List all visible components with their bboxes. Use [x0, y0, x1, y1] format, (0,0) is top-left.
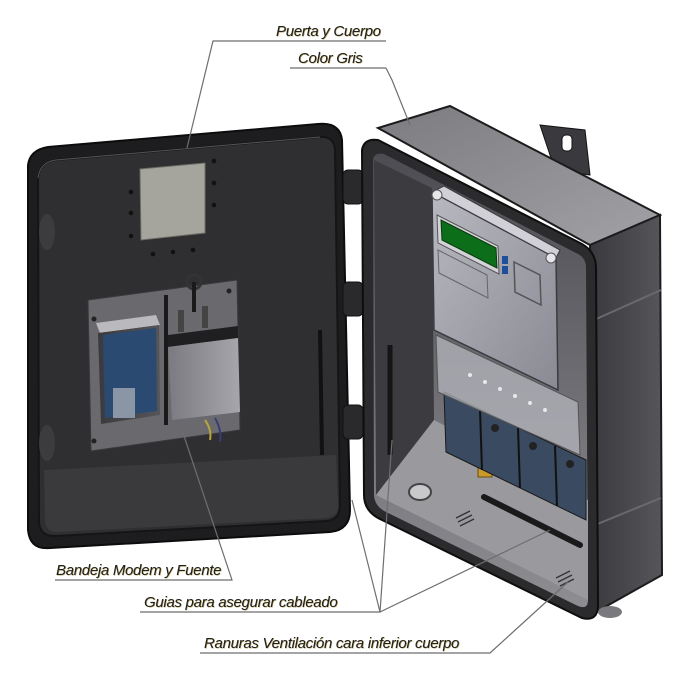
door: [27, 122, 352, 550]
modem-tray: [87, 273, 241, 452]
door-window: [128, 158, 217, 257]
power-supply: [96, 315, 160, 424]
callout-door-body: Puerta y Cuerpo: [276, 23, 381, 40]
energy-meter: [430, 185, 561, 392]
callout-tray: Bandeja Modem y Fuente: [56, 562, 222, 579]
vent-slots: [455, 510, 575, 587]
modem: [168, 273, 240, 443]
callout-vents: Ranuras Ventilación cara inferior cuerpo: [204, 635, 460, 652]
callout-color: Color Gris: [298, 50, 363, 67]
meter-button: [502, 256, 508, 264]
meter-button: [502, 266, 508, 274]
meter-display: [440, 219, 498, 269]
enclosure-body: [360, 104, 664, 620]
hinges: [342, 169, 364, 440]
callout-guides: Guias para asegurar cableado: [144, 594, 338, 611]
leader-lines: [55, 40, 569, 654]
terminal-blocks: [443, 391, 587, 521]
